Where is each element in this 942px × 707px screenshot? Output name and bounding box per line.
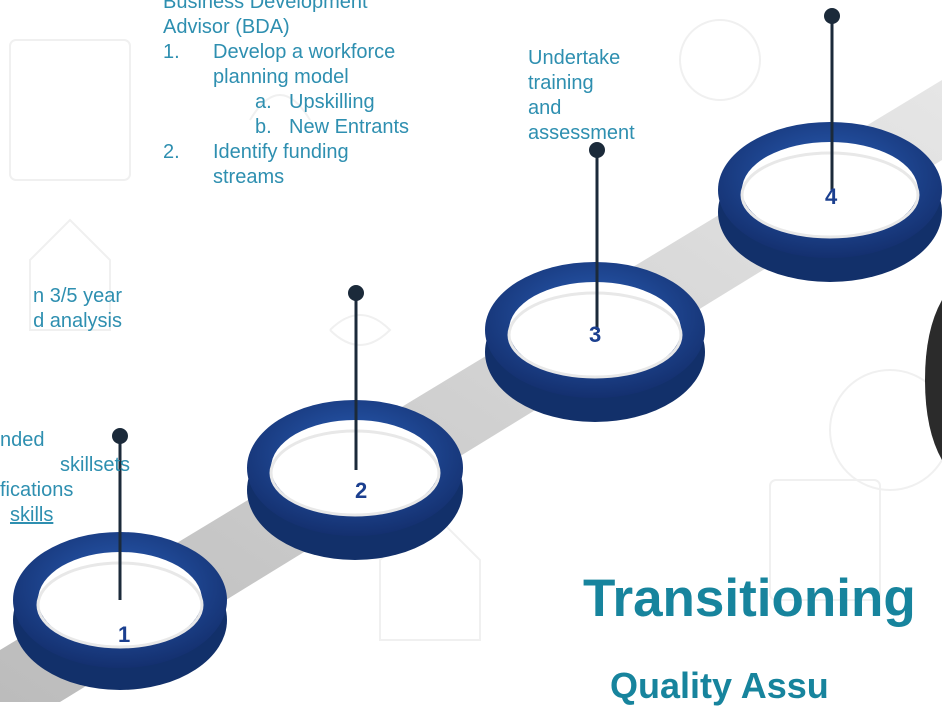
step-2-sub-a: a. Upskilling [163, 90, 409, 115]
step-1-line: d analysis [33, 310, 122, 332]
item-number: 2. [163, 141, 180, 163]
sub-text: Upskilling [289, 91, 375, 113]
step-3-line: training [528, 72, 594, 94]
diagonal-path [0, 80, 942, 702]
step-2-number: 2 [355, 478, 368, 503]
step-3-text: Undertake training and assessment [528, 46, 635, 146]
step-1-text-lower: nded skillsets fications skills [0, 428, 180, 528]
edge-shape [925, 300, 942, 460]
step-4-number: 4 [825, 184, 838, 209]
step-4-pin [824, 8, 840, 190]
step-1-line: n 3/5 year [33, 285, 122, 307]
item-text: Develop a workforce [213, 41, 396, 63]
step-1-line: skills [10, 504, 54, 526]
step-2-item-2: 2. Identify funding [163, 140, 409, 165]
page-title: Transitioning [583, 569, 916, 628]
item-text: Identify funding [213, 141, 349, 163]
step-3-line: Undertake [528, 47, 621, 69]
step-3-pin [589, 142, 605, 330]
step-2-sub-b: b. New Entrants [163, 115, 409, 140]
sub-label: b. [255, 116, 272, 138]
step-3-ring [485, 262, 705, 422]
sub-text: New Entrants [289, 116, 410, 138]
step-3-number: 3 [589, 322, 602, 347]
sub-label: a. [255, 91, 272, 113]
step-4-ring [718, 122, 942, 282]
step-1-line: nded [0, 429, 45, 451]
item-number: 1. [163, 41, 180, 63]
step-1-pin [112, 428, 128, 600]
step-2-pin [348, 285, 364, 470]
item-text: planning model [213, 66, 349, 88]
step-2-heading-line: Business Development [163, 0, 368, 13]
step-2-text: Business Development Advisor (BDA) 1. Dev… [163, 0, 409, 190]
step-1-text: n 3/5 year d analysis [0, 284, 122, 334]
step-1-number: 1 [118, 622, 131, 647]
step-3-line: assessment [528, 122, 635, 144]
step-1-line: fications [0, 479, 74, 501]
step-2-item-1: 1. Develop a workforce [163, 40, 409, 65]
step-2-heading-line: Advisor (BDA) [163, 16, 290, 38]
step-1-line: skillsets [60, 454, 131, 476]
item-text: streams [213, 166, 285, 188]
step-3-line: and [528, 97, 562, 119]
page-subtitle: Quality Assu [610, 665, 829, 706]
